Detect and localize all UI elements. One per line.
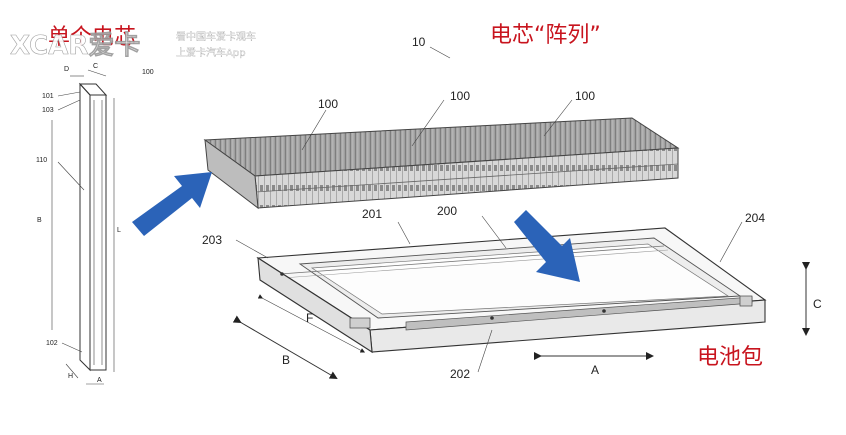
xcar-watermark: XCAR爱卡 看中国车爱卡观车 上爱卡汽车App [10,30,256,61]
battery-pack-drawing [256,227,767,354]
leader-200 [481,215,507,249]
label-ref-100c: 100 [575,89,595,103]
title-cell-array: 电芯“阵列” [490,23,601,48]
label-dim-d: D [64,66,69,73]
leader-100c [543,99,573,137]
label-ref-10: 10 [412,35,426,49]
leader-100b [411,99,445,147]
label-dim-c-cell: C [93,63,98,70]
label-ref-102: 102 [46,340,58,347]
label-dim-b: B [282,353,290,367]
label-dim-f: F [306,311,313,325]
leader-203 [235,239,269,259]
label-ref-100a: 100 [318,97,338,111]
label-ref-204: 204 [745,211,765,225]
label-dim-b-cell: B [37,217,42,224]
label-ref-100-cell: 100 [142,69,154,76]
single-cell-drawing [51,69,115,385]
label-ref-203: 203 [202,233,222,247]
label-dim-a-cell: A [97,377,102,384]
label-dim-c: C [813,297,822,311]
leader-204 [719,221,743,263]
label-ref-103: 103 [42,107,54,114]
title-single-cell: 单个电芯 [48,25,136,50]
cell-array-drawing [203,117,680,210]
watermark-line2: 上爱卡汽车App [176,46,246,59]
blue-arrow-to-pack [514,210,580,282]
label-dim-h: H [68,373,73,380]
dim-arrow-b [232,315,338,380]
label-ref-100b: 100 [450,89,470,103]
blue-arrow-to-array [132,172,212,236]
leader-201 [397,221,411,245]
label-dim-a: A [591,363,599,377]
leader-202 [477,329,493,373]
label-ref-200: 200 [437,204,457,218]
watermark-brand: XCAR爱卡 [10,31,140,61]
label-ref-110: 110 [36,157,47,164]
label-ref-201: 201 [362,207,382,221]
label-ref-202: 202 [450,367,470,381]
leader-100a [301,109,327,151]
title-battery-pack: 电池包 [697,345,763,370]
leader-10 [429,46,451,59]
watermark-line1: 看中国车爱卡观车 [176,30,256,43]
label-dim-l: L [117,227,121,234]
label-ref-101: 101 [42,93,54,100]
